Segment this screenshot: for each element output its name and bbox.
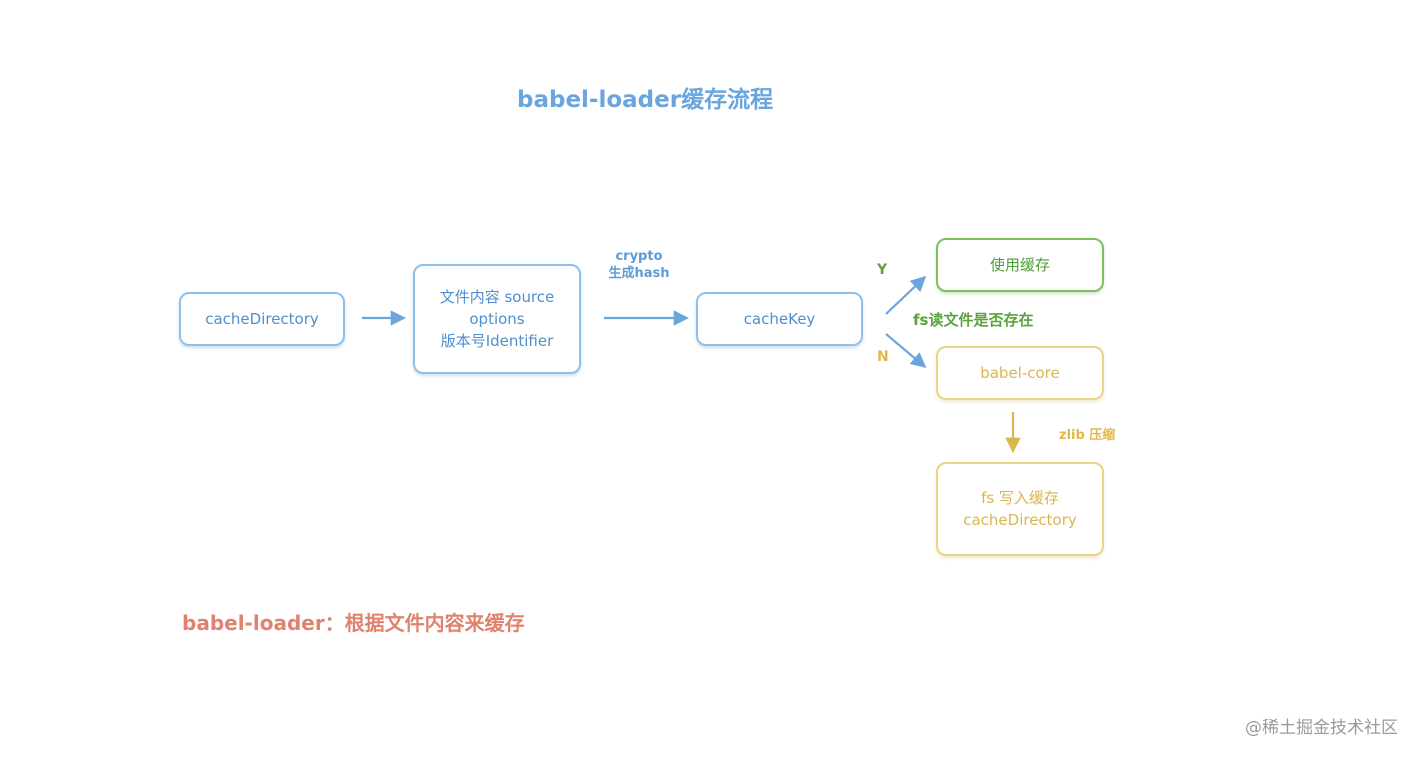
node-inputs-line-2: options [469,310,525,328]
node-use-cache: 使用缓存 [936,238,1104,292]
watermark: @稀土掘金技术社区 [1245,718,1398,738]
edge-label-crypto-line-1: crypto [615,249,663,264]
node-inputs: 文件内容 source options 版本号Identifier [413,264,581,374]
node-inputs-line-1: 文件内容 source [439,288,555,306]
node-inputs-line-3: 版本号Identifier [440,332,554,350]
node-babel-core-label: babel-core [980,364,1060,382]
edge-label-yes: Y [877,262,888,278]
edge-label-crypto-line-2: 生成hash [608,266,670,281]
edge-label-zlib: zlib 压缩 [1059,428,1116,443]
node-write-cache-line-1: fs 写入缓存 [981,489,1059,507]
node-babel-core: babel-core [936,346,1104,400]
edge-label-crypto: crypto 生成hash [598,248,680,282]
node-write-cache-line-2: cacheDirectory [963,511,1077,529]
node-cache-key-label: cacheKey [743,310,816,328]
arrow-cachekey-to-babel-core [885,333,927,368]
footer-note: babel-loader：根据文件内容来缓存 [182,611,525,635]
node-use-cache-label: 使用缓存 [989,256,1050,274]
node-cache-directory: cacheDirectory [179,292,345,346]
edge-label-fs-read: fs读文件是否存在 [913,311,1034,329]
node-write-cache: fs 写入缓存 cacheDirectory [936,462,1104,556]
node-cache-directory-label: cacheDirectory [205,310,319,328]
node-cache-key: cacheKey [696,292,863,346]
diagram-title: babel-loader缓存流程 [517,87,774,113]
edge-label-no: N [877,349,889,365]
